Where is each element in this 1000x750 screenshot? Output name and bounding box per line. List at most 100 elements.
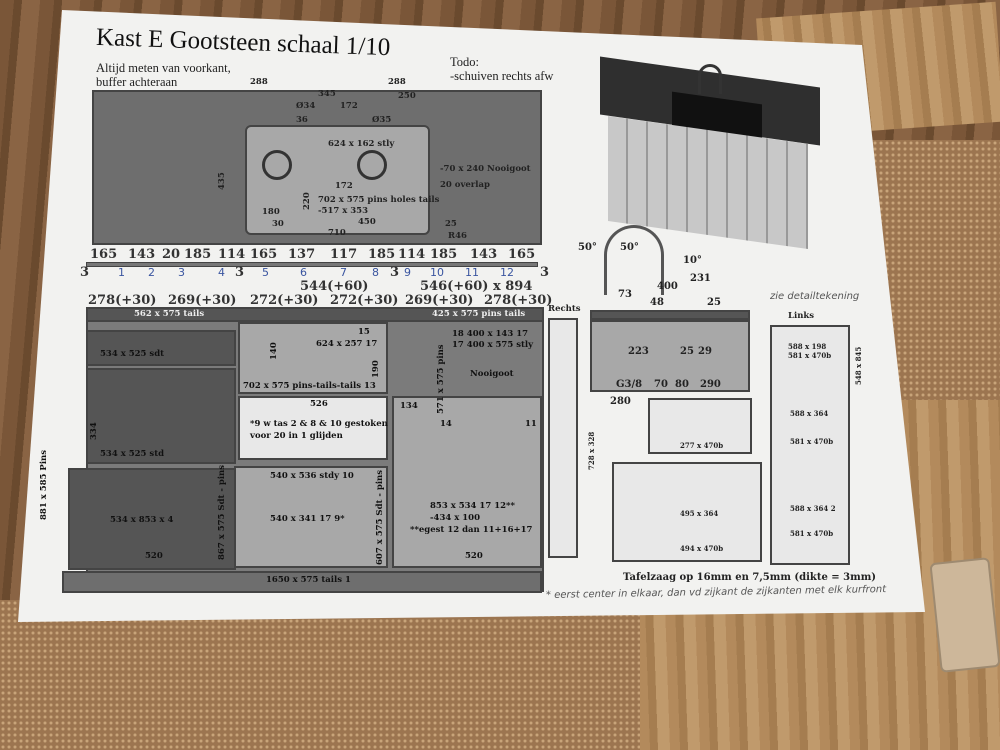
faucet-dim: 231	[690, 273, 711, 284]
front-part-label: 571 x 575 pins	[436, 344, 446, 414]
strip-end-dim: 3	[80, 265, 90, 280]
drawer-2	[86, 368, 236, 464]
side-part-label: 495 x 364	[680, 509, 719, 518]
faucet-dim: 400	[657, 281, 678, 292]
drawer-3	[68, 468, 236, 570]
top-view-dim: R46	[448, 231, 467, 241]
front-part-label: 540 x 341 17 9*	[270, 514, 345, 524]
side-part-label: 581 x 470b	[790, 437, 834, 446]
part-number: 10	[430, 266, 444, 279]
top-view-dim: 345	[318, 89, 336, 99]
strip-top-dim: 185	[184, 247, 212, 262]
front-part-label: 1650 x 575 tails 1	[266, 575, 351, 585]
top-view-label: 624 x 162 stly	[328, 139, 395, 149]
faucet-dim: 290	[700, 379, 721, 390]
faucet-dim: 50°	[578, 242, 597, 253]
side-left-view	[770, 325, 850, 565]
top-view-dim: 435	[217, 172, 227, 190]
top-view-dim: 450	[358, 217, 376, 227]
front-part-label: voor 20 in 1 glijden	[250, 431, 343, 441]
front-part-label: 624 x 257 17	[316, 339, 378, 349]
strip-top-dim: 137	[288, 247, 316, 262]
top-view-label: -517 x 353	[318, 206, 368, 216]
top-view-label: 20 overlap	[440, 180, 490, 190]
faucet-dim: 25	[707, 297, 721, 308]
acrylic-block	[929, 557, 1000, 673]
part-number: 7	[340, 266, 347, 279]
front-part-label: 853 x 534 17 12**	[430, 501, 515, 511]
front-part-label: 134	[400, 401, 418, 411]
drain-left-icon	[262, 150, 292, 180]
part-number: 8	[372, 266, 379, 279]
part-number: 1	[118, 266, 125, 279]
part-number: 6	[300, 266, 307, 279]
front-part-label: 526	[310, 399, 328, 409]
faucet-dim: 280	[610, 396, 631, 407]
strip-bottom-dim: 278(+30)	[484, 293, 553, 308]
strip-bottom-dim: 269(+30)	[405, 293, 474, 308]
sink-section	[238, 322, 388, 394]
strip-top-dim: 185	[368, 247, 396, 262]
cabinet-lower-front	[612, 462, 762, 562]
front-part-label: **egest 12 dan 11+16+17	[410, 525, 533, 535]
todo-label: Todo:	[450, 55, 479, 69]
cabinet-upper-front	[648, 398, 752, 454]
front-part-label: 702 x 575 pins-tails-tails 13	[243, 381, 376, 391]
front-part-label: 867 x 575 Sdt - pins	[217, 464, 227, 560]
strip-bottom-dim: 269(+30)	[168, 293, 237, 308]
handwritten-note: zie detailtekening	[770, 291, 860, 302]
side-part-label: 581 x 470b	[790, 529, 834, 538]
strip-top-dim: 165	[508, 247, 536, 262]
strip-bottom-dim: 544(+60)	[300, 279, 369, 294]
side-part-label: 494 x 470b	[680, 544, 724, 553]
strip-bottom-dim: 272(+30)	[250, 293, 319, 308]
faucet-dim: G3/8	[616, 379, 643, 390]
front-part-label: 15	[358, 327, 370, 337]
subtitle-line1: Altijd meten van voorkant,	[96, 61, 231, 75]
side-right-view	[548, 318, 578, 558]
top-view-dim: Ø35	[372, 115, 392, 125]
faucet-dim: 50°	[620, 242, 639, 253]
counter-section	[590, 310, 750, 320]
strip-top-dim: 143	[128, 247, 156, 262]
part-number: 9	[404, 266, 411, 279]
top-view-dim: 25	[445, 219, 457, 229]
faucet-dim: 48	[650, 297, 664, 308]
top-rail	[86, 307, 544, 322]
front-part-label: 562 x 575 tails	[134, 309, 205, 319]
strip-bottom-dim: 278(+30)	[88, 293, 157, 308]
door-middle	[234, 466, 388, 568]
strip-top-dim: 117	[330, 247, 358, 262]
faucet-icon	[698, 64, 722, 94]
part-number: 3	[178, 266, 185, 279]
faucet-dim: 25	[680, 346, 694, 357]
front-part-label: 190	[371, 360, 381, 378]
side-part-label: 581 x 470b	[788, 351, 832, 360]
part-number: 12	[500, 266, 514, 279]
top-view-dim: 180	[262, 207, 280, 217]
label-rechts: Rechts	[548, 304, 581, 314]
drawer-1	[86, 330, 236, 366]
front-part-label: Nooigoot	[470, 369, 514, 379]
strip-top-dim: 165	[250, 247, 278, 262]
drain-right-icon	[357, 150, 387, 180]
drawer-strip	[86, 262, 538, 267]
side-part-label: 588 x 364 2	[790, 504, 836, 513]
part-number: 4	[218, 266, 225, 279]
side-part-label: 728 x 328	[587, 431, 596, 470]
subtitle-line2: buffer achteraan	[96, 75, 178, 89]
strip-end-dim: 3	[390, 265, 400, 280]
front-part-label: 425 x 575 pins tails	[432, 309, 526, 319]
strip-top-dim: 114	[398, 247, 426, 262]
front-part-label: 520	[465, 551, 483, 561]
top-view-dim: 288	[388, 77, 406, 87]
top-view-dim: 220	[302, 192, 312, 210]
strip-top-dim: 165	[90, 247, 118, 262]
todo-item: -schuiven rechts afw	[450, 69, 554, 83]
part-number: 2	[148, 266, 155, 279]
strip-top-dim: 20	[162, 247, 181, 262]
strip-top-dim: 114	[218, 247, 246, 262]
faucet-dim: 10°	[683, 255, 702, 266]
front-part-label: -434 x 100	[430, 513, 480, 523]
faucet-dim: 223	[628, 346, 649, 357]
